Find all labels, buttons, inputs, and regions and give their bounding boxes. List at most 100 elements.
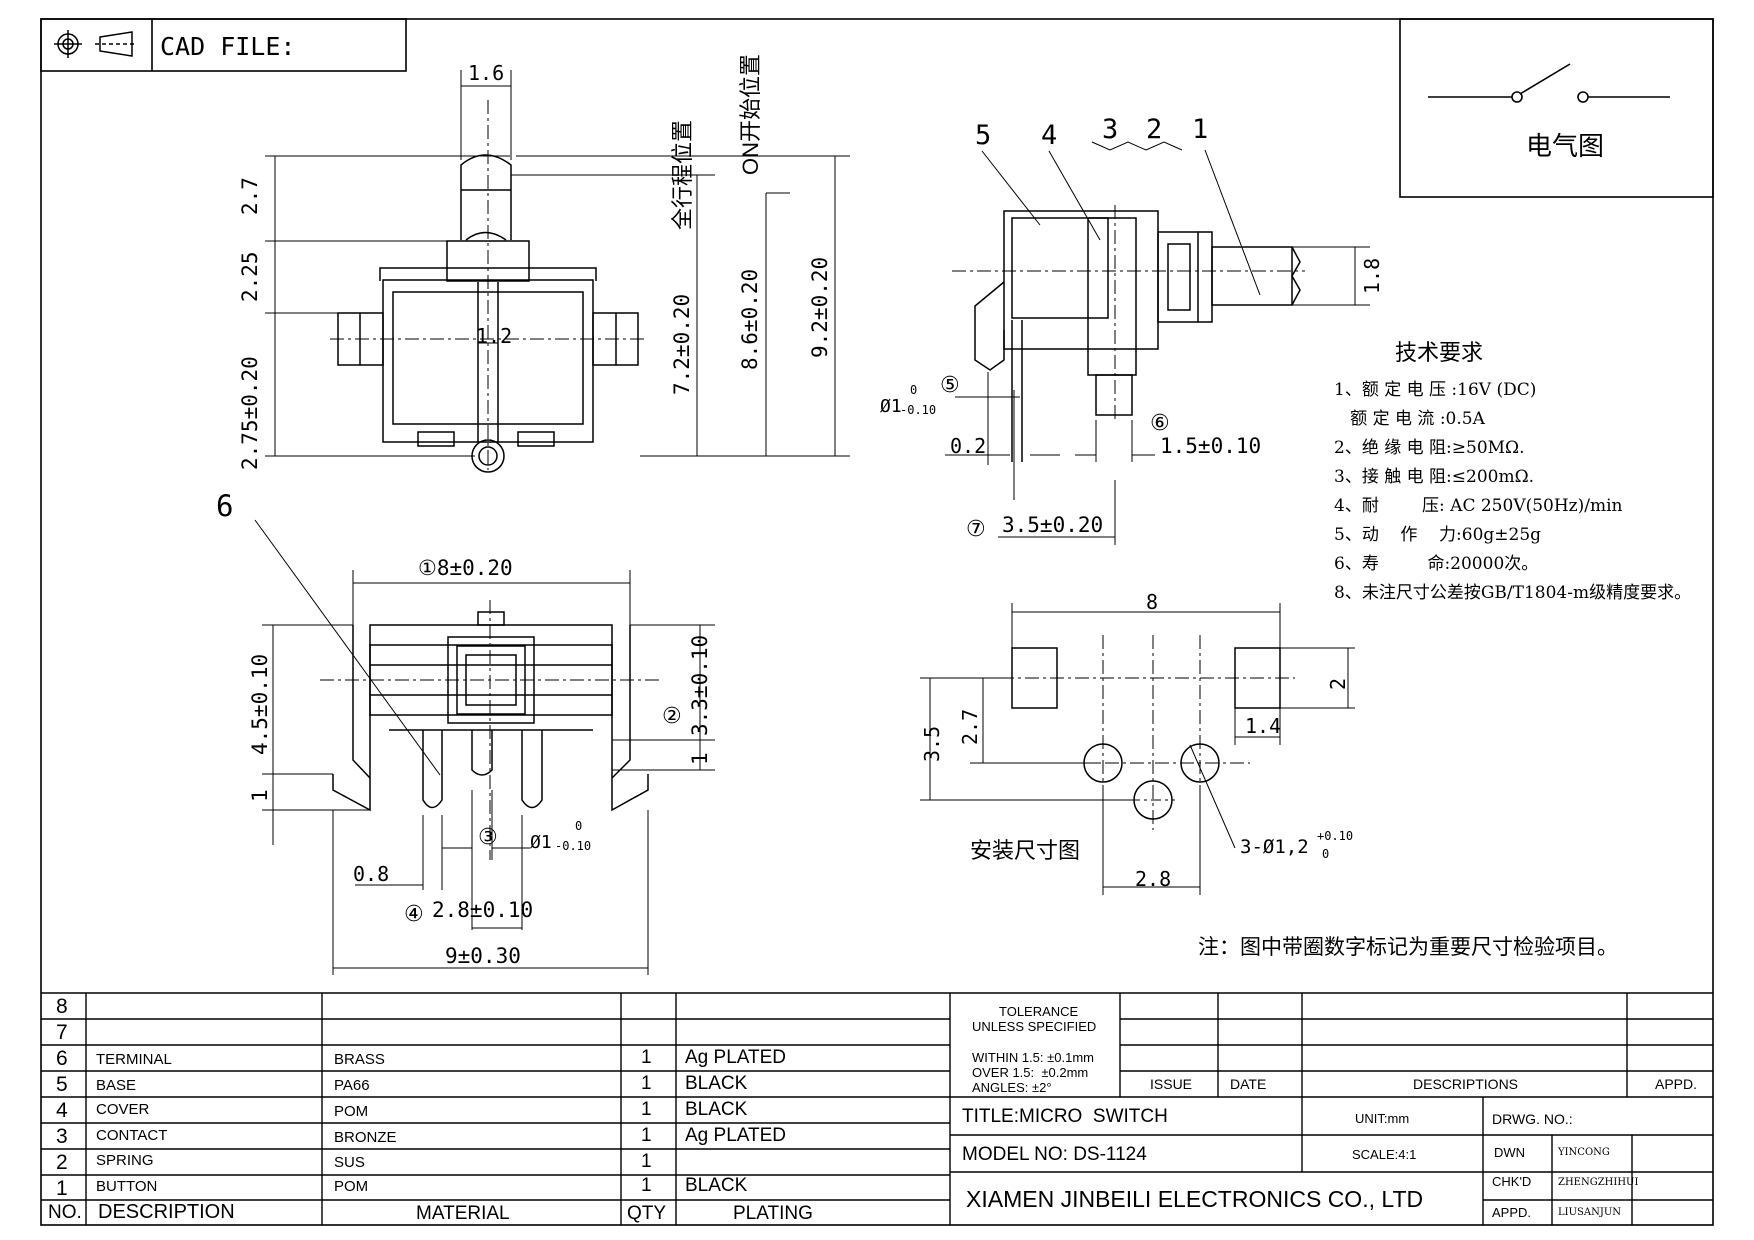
bom-plating: BLACK [685,1175,748,1196]
part-1-label: 1 [1192,114,1209,145]
unit-label: UNIT:mm [1355,1111,1410,1126]
side-phi-tol-up: 0 [910,383,918,397]
date-header: DATE [1230,1076,1267,1092]
bom-material: BRASS [334,1051,385,1068]
circle-3-mark: ③ [478,824,498,849]
circle-2-mark: ② [662,703,682,728]
top-view [265,70,850,473]
spec-title: 技术要求 [1395,340,1484,365]
bom-material: BRONZE [334,1129,397,1146]
part-3-label: 3 [1102,114,1119,145]
drwg-no-label: DRWG. NO.: [1492,1111,1573,1127]
front-phi-tol-up: 0 [575,819,583,833]
circle-5-mark: ⑤ [940,372,960,397]
bom-qty: 1 [641,1099,652,1120]
dim-9: 9±0.30 [445,944,521,968]
dwn-label: DWN [1494,1145,1526,1160]
circle-7-mark: ⑦ [966,516,986,541]
mount-title: 安装尺寸图 [970,838,1081,863]
bom-plating: BLACK [685,1073,748,1094]
appd-header: APPD. [1655,1076,1698,1092]
drawing-title: TITLE:MICRO SWITCH [962,1106,1168,1127]
spec-line: 额 定 电 流 :0.5A [1334,409,1485,429]
full-travel-label: 全行程位置 [670,119,695,230]
inspection-note: 注：图中带圈数字标记为重要尺寸检验项目。 [1198,936,1618,959]
dwn-name: YINCONG [1558,1147,1610,1158]
dim-1-front-right: 1 [688,752,712,765]
cad-file-label: CAD FILE: [160,32,296,61]
mount-dim-2-7: 2.7 [958,708,982,745]
spec-list: 1、额 定 电 压 :16V (DC) 额 定 电 流 :0.5A 2、绝 缘 … [1334,376,1691,608]
side-view [945,141,1370,545]
spec-line: 4、耐 压: AC 250V(50Hz)/min [1334,496,1623,516]
dim-9-2: 9.2±0.20 [808,256,832,358]
mount-dim-2-8: 2.8 [1135,867,1172,891]
bom-no: 7 [56,1021,68,1044]
dim-2-25: 2.25 [238,251,262,302]
bom-desc: COVER [96,1101,150,1118]
mount-holes-tol-down: 0 [1322,847,1330,861]
bom-no: 2 [56,1151,68,1174]
part-2-label: 2 [1146,114,1163,145]
company-name: XIAMEN JINBEILI ELECTRONICS CO., LTD [966,1186,1424,1212]
bom-header-no: NO. [48,1202,82,1223]
bom-no: 3 [56,1125,68,1148]
bom-header-desc: DESCRIPTION [98,1201,235,1223]
switch-symbol-icon [1428,63,1670,103]
mount-dim-8: 8 [1146,590,1159,614]
mount-holes-label: 3-Ø1,2 [1240,836,1309,858]
appd-label: APPD. [1492,1205,1532,1220]
circle-4-mark: ④ [404,901,424,926]
mount-view [920,603,1355,895]
spec-line: 6、寿 命:20000次。 [1334,554,1539,574]
mount-dim-1-4: 1.4 [1245,714,1282,738]
dim-3-5: 3.5±0.20 [1002,513,1104,537]
mount-dim-3-5: 3.5 [920,725,944,762]
chkd-name: ZHENGZHIHUI [1558,1177,1639,1188]
dim-1-8: 1.8 [1360,257,1384,294]
dim-0-8: 0.8 [353,862,390,886]
dim-4-5: 4.5±0.10 [248,653,272,755]
spec-line: 1、额 定 电 压 :16V (DC) [1334,380,1537,400]
descriptions-header: DESCRIPTIONS [1413,1076,1519,1092]
part-6-label: 6 [216,489,234,523]
bom-header-qty: QTY [627,1203,667,1224]
bom-desc: SPRING [96,1152,154,1169]
dim-1-front-left: 1 [248,789,272,802]
appd-name: LIUSANJUN [1558,1207,1622,1218]
bom-no: 5 [56,1073,68,1096]
chkd-label: CHK'D [1492,1174,1532,1189]
front-view [254,519,715,975]
bom-no: 4 [56,1099,68,1122]
bom-qty: 1 [641,1125,652,1146]
dim-1-2: 1.2 [476,324,513,348]
bom-desc: CONTACT [96,1127,168,1144]
front-phi-tol-down: -0.10 [555,839,592,853]
bom-qty: 1 [641,1175,652,1196]
model-number: MODEL NO: DS-1124 [962,1144,1147,1165]
dim-8-front: ①8±0.20 [418,556,513,580]
dim-3-3: 3.3±0.10 [688,634,712,736]
spec-line: 3、接 触 电 阻:≤200mΩ. [1334,467,1535,487]
mount-dim-2: 2 [1326,677,1350,690]
title-block-grid [950,993,1713,1225]
bom-desc: TERMINAL [96,1051,172,1068]
projection-symbol-icon [54,30,136,58]
bom-plating: Ag PLATED [685,1047,787,1068]
scale-label: SCALE:4:1 [1352,1147,1417,1162]
front-phi-label: Ø1 [530,832,552,853]
bom-material: POM [334,1178,369,1195]
dim-2-7: 2.7 [238,177,262,215]
dim-0-2: 0.2 [950,434,987,458]
bom-plating: Ag PLATED [685,1125,787,1146]
bom-no: 6 [56,1047,68,1070]
mount-holes-tol-up: +0.10 [1317,829,1354,843]
spec-line: 5、动 作 力:60g±25g [1334,525,1542,545]
part-5-label: 5 [975,120,992,151]
electrical-diagram-title: 电气图 [1526,131,1605,161]
header-box [40,18,407,72]
bom-header-plating: PLATING [733,1203,813,1224]
tolerance-title: TOLERANCE [999,1004,1079,1019]
dim-7-2: 7.2±0.20 [670,293,694,395]
